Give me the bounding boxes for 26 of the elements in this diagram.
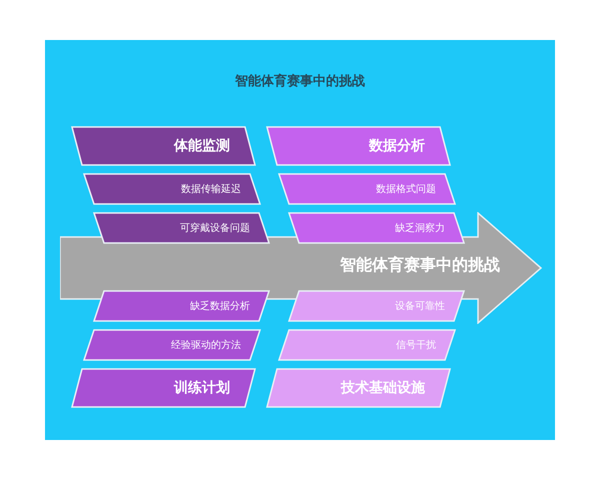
category-label: 数据分析 (369, 137, 425, 155)
category-label: 训练计划 (174, 379, 230, 397)
category-label: 技术基础设施 (341, 379, 425, 397)
category-box (266, 126, 451, 166)
cause-label: 缺乏数据分析 (190, 300, 250, 313)
arrow-label: 智能体育赛事中的挑战 (340, 255, 500, 276)
cause-label: 经验驱动的方法 (171, 338, 241, 352)
cause-box (288, 212, 465, 244)
category-box (71, 126, 256, 166)
category-box (266, 368, 451, 408)
cause-box (278, 329, 456, 361)
cause-label: 信号干扰 (396, 338, 436, 352)
cause-label: 数据传输延迟 (181, 183, 241, 196)
cause-label: 可穿戴设备问题 (180, 222, 250, 235)
cause-box (93, 212, 270, 244)
cause-box (93, 290, 270, 322)
cause-box (288, 290, 465, 322)
diagram-title: 智能体育赛事中的挑战 (234, 72, 366, 90)
category-box (71, 368, 256, 408)
cause-box (278, 173, 456, 205)
cause-label: 数据格式问题 (376, 182, 436, 196)
category-label: 体能监测 (174, 137, 230, 155)
cause-label: 缺乏洞察力 (395, 222, 445, 235)
cause-box (83, 329, 261, 361)
cause-box (83, 173, 261, 205)
cause-label: 设备可靠性 (395, 300, 445, 313)
